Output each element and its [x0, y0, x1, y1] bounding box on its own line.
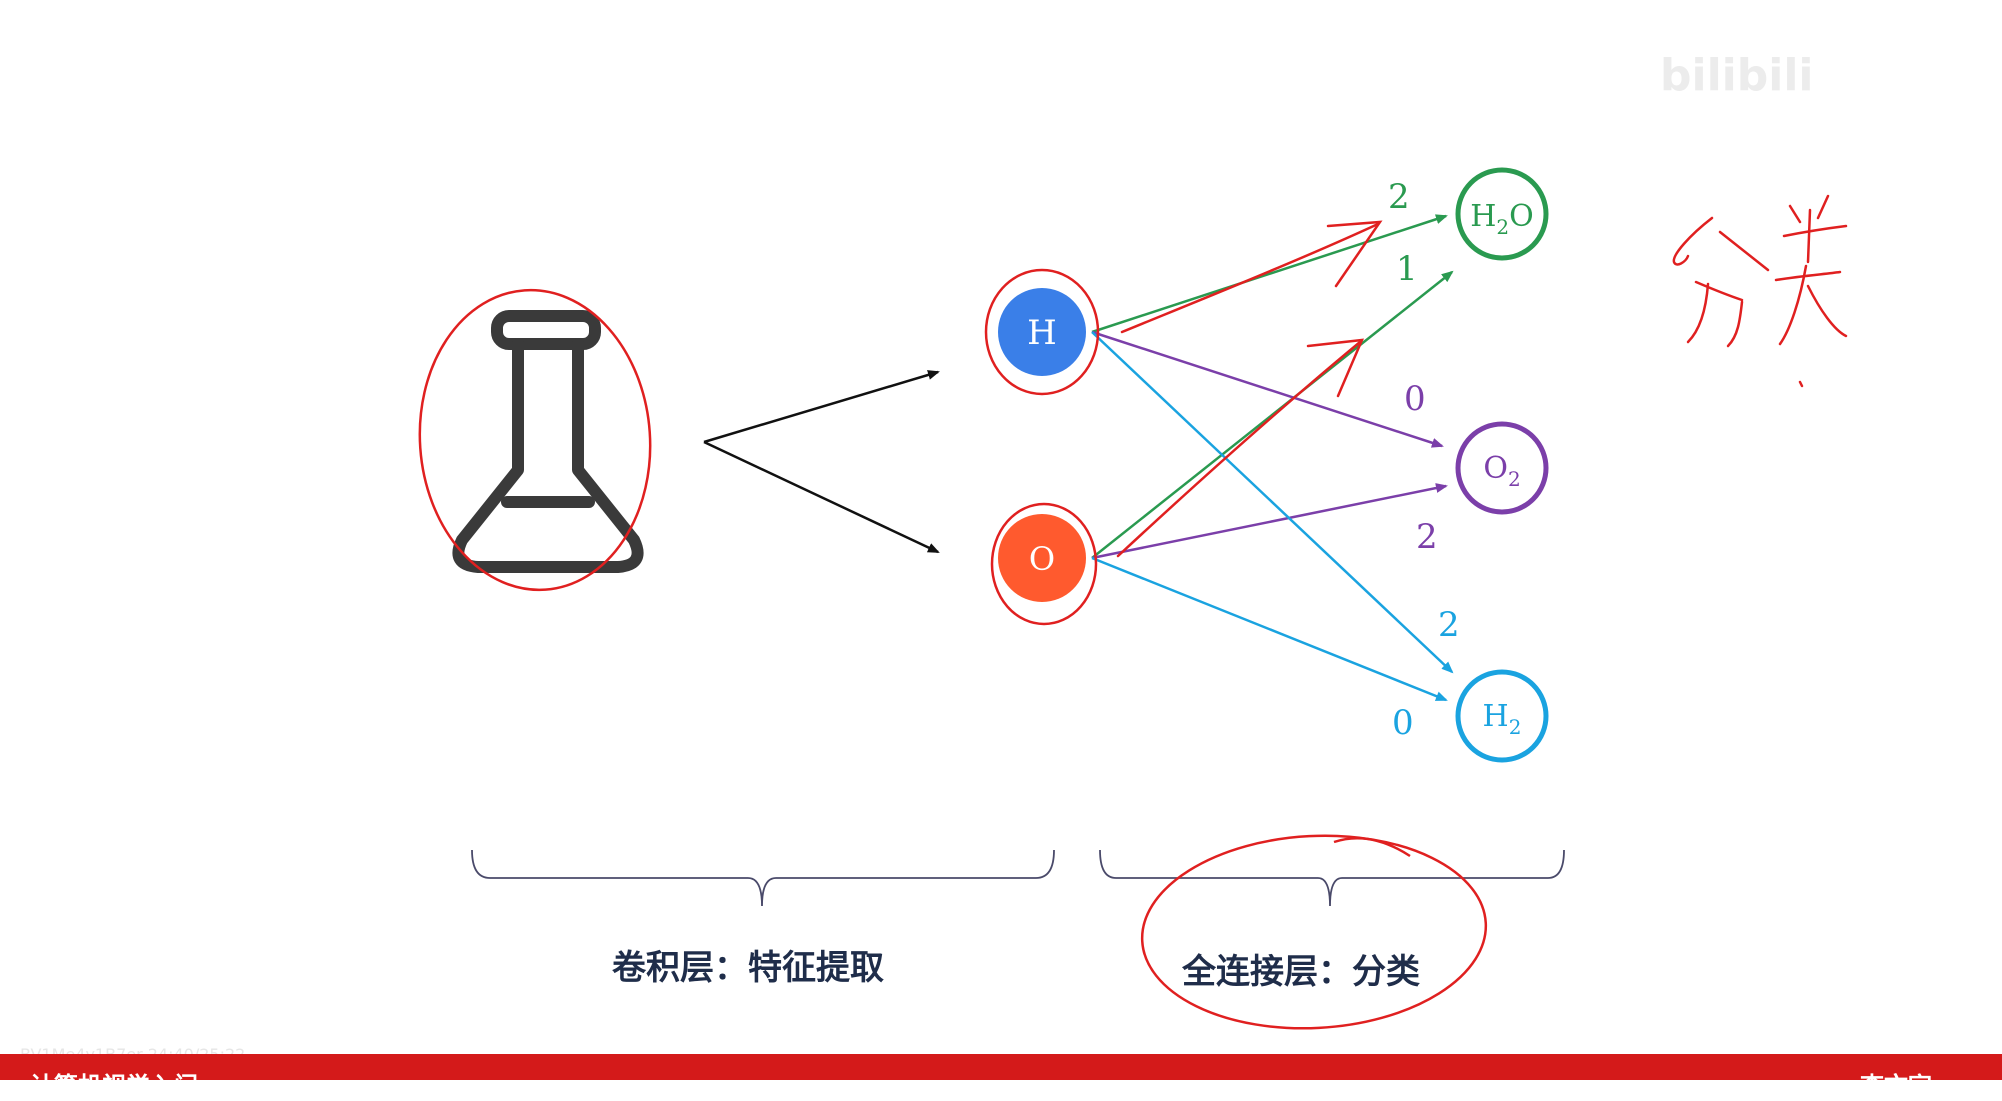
node-h2o-sub: 2 [1496, 215, 1509, 239]
conv-layer-label: 卷积层：特征提取 [612, 948, 884, 988]
bottom-bar-right: 李文宇 [1860, 1072, 1932, 1100]
bottom-bar-left: 计算机视觉入门 [30, 1072, 198, 1100]
handwriting-fenlei [1672, 194, 1848, 388]
node-o: O [998, 514, 1086, 602]
weight-o-h2o: 1 [1396, 249, 1418, 289]
edge-o-o2 [1091, 483, 1448, 560]
node-h2-sub: 2 [1509, 715, 1522, 739]
red-annotation-arrows [1116, 220, 1383, 558]
weight-o-o2: 2 [1416, 517, 1438, 557]
feature-extraction-arrows [703, 370, 940, 554]
node-h2o: H2O [1455, 167, 1549, 261]
weight-h-h2o: 2 [1388, 177, 1410, 217]
fc-annotation-tick [1333, 836, 1411, 858]
flask-icon [452, 310, 644, 573]
node-h: H [998, 288, 1086, 376]
node-h2: H2 [1455, 669, 1549, 763]
weight-h-h2: 2 [1438, 605, 1460, 645]
node-h2o-main: H [1470, 199, 1496, 234]
node-h2-main: H [1483, 699, 1509, 734]
edge-o-h2o [1091, 270, 1454, 559]
fc-annotation-circle [1140, 834, 1488, 1030]
connections [1091, 214, 1454, 702]
svg-text:H2: H2 [1483, 699, 1522, 739]
brace-conv [471, 849, 1055, 907]
edge-h-o2 [1091, 330, 1444, 448]
svg-text:O2: O2 [1483, 451, 1520, 491]
node-h-label: H [1027, 313, 1057, 353]
edge-o-h2 [1091, 556, 1448, 702]
bottom-bar [0, 1054, 2002, 1080]
flask-annotation-circle [418, 288, 652, 592]
brace-fc [1099, 849, 1565, 907]
edge-h-h2 [1091, 331, 1454, 674]
fc-layer-label: 全连接层：分类 [1182, 952, 1420, 992]
weight-h-o2: 0 [1404, 379, 1426, 419]
node-o2-main: O [1483, 451, 1508, 486]
h-annotation-circle [984, 268, 1100, 396]
bilibili-watermark: bilibili [1660, 50, 1814, 101]
weight-o-h2: 0 [1392, 703, 1414, 743]
node-o2: O2 [1455, 421, 1549, 515]
node-o2-sub: 2 [1508, 467, 1521, 491]
edge-h-h2o [1091, 214, 1448, 334]
svg-text:H2O: H2O [1470, 199, 1534, 239]
node-h2o-tail: O [1509, 199, 1534, 234]
node-o-label: O [1029, 540, 1055, 578]
o-annotation-circle [990, 502, 1098, 626]
